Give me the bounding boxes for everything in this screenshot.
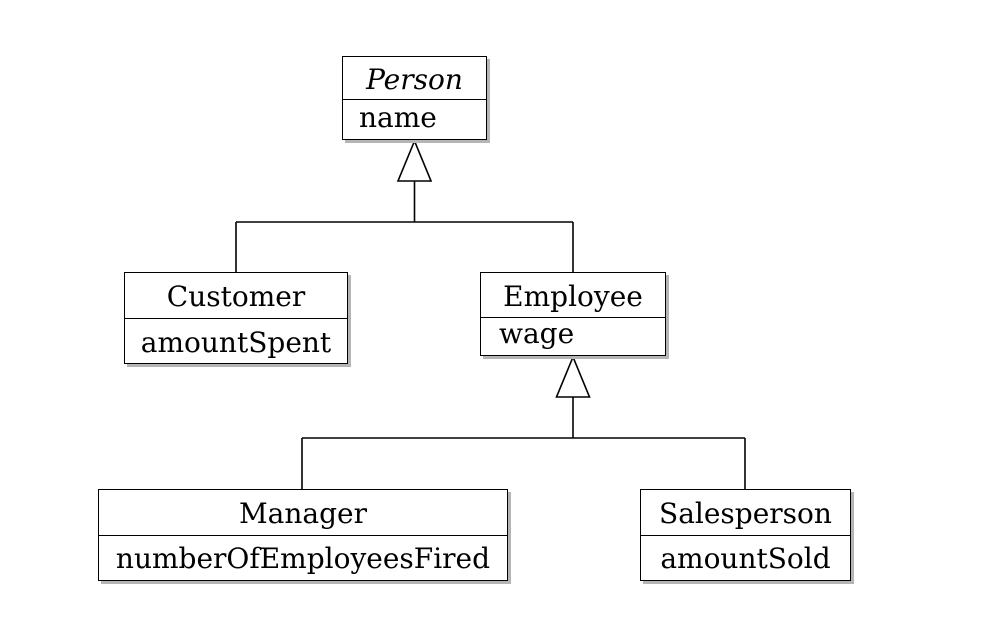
attribute-name: name: [359, 101, 437, 134]
class-attributes-person: name: [343, 100, 486, 139]
class-name-employee: Employee: [481, 273, 665, 318]
class-customer: Customer amountSpent: [124, 272, 348, 364]
generalization-arrowhead-employee: [555, 354, 591, 398]
attribute-amount-sold: amountSold: [660, 542, 831, 575]
class-name-manager: Manager: [99, 490, 507, 536]
class-name-salesperson: Salesperson: [641, 490, 850, 536]
class-salesperson: Salesperson amountSold: [640, 489, 851, 581]
attribute-wage: wage: [499, 317, 575, 350]
class-manager: Manager numberOfEmployeesFired: [98, 489, 508, 581]
class-attributes-manager: numberOfEmployeesFired: [99, 536, 507, 580]
generalization-arrowhead-person: [396, 138, 433, 182]
class-name-customer: Customer: [125, 273, 347, 319]
class-employee: Employee wage: [480, 272, 666, 356]
attribute-number-of-employees-fired: numberOfEmployeesFired: [115, 542, 491, 575]
class-attributes-employee: wage: [481, 318, 665, 355]
attribute-amount-spent: amountSpent: [140, 326, 332, 359]
class-name-person: Person: [343, 57, 486, 100]
class-attributes-salesperson: amountSold: [641, 536, 850, 580]
class-person: Person name: [342, 56, 487, 140]
class-attributes-customer: amountSpent: [125, 319, 347, 363]
